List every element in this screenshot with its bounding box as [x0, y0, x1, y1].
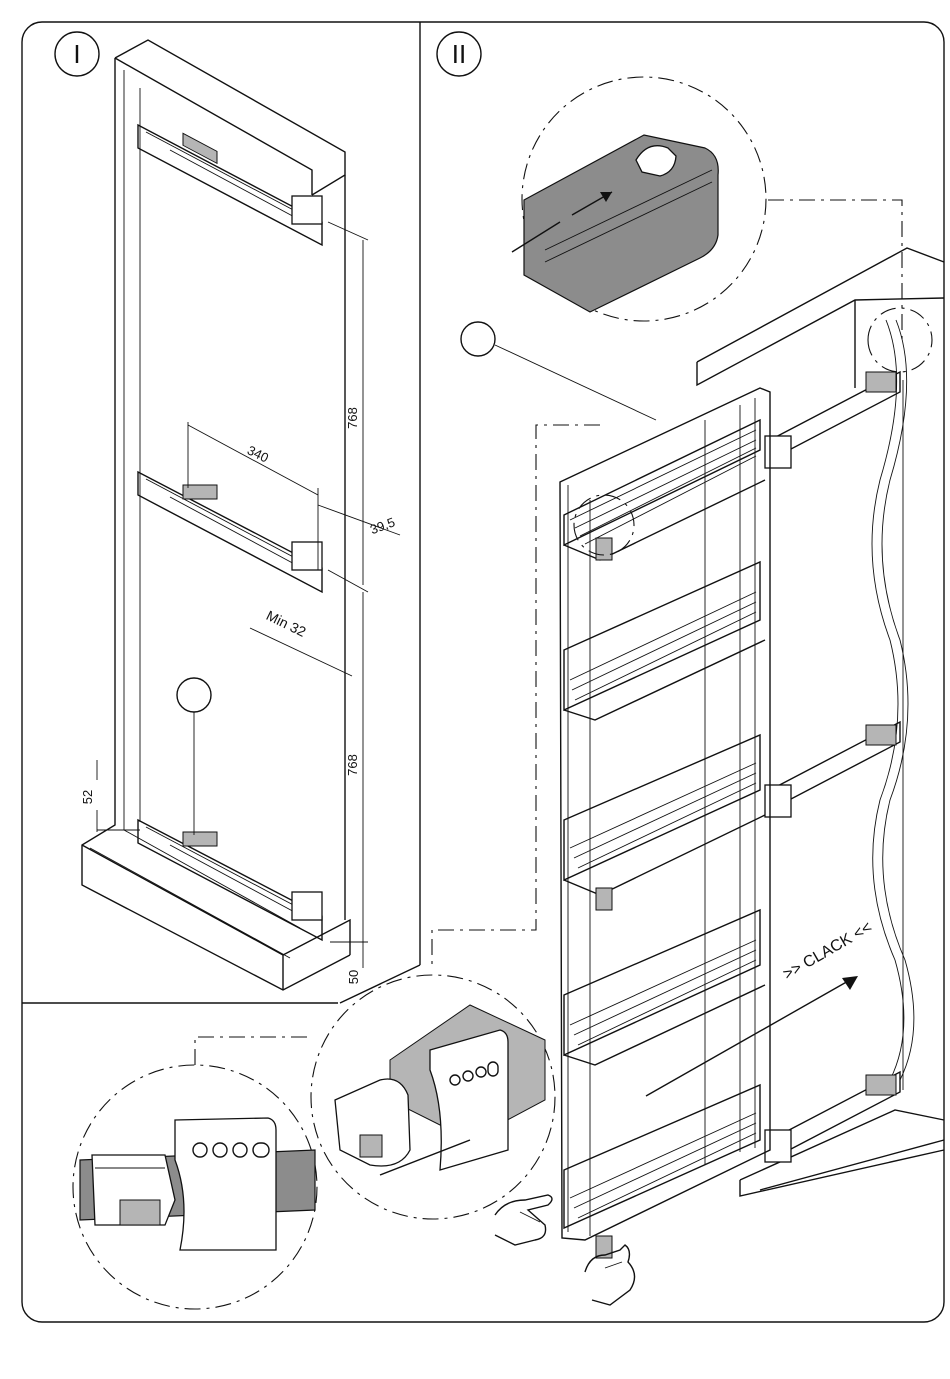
basket-3: [564, 735, 765, 910]
runner-rails-step2: [765, 372, 900, 1162]
detail-rail-lock-left: [73, 1037, 317, 1309]
detail-rail-lock-right: [311, 975, 555, 1219]
dim-height-lower: 768: [345, 754, 360, 776]
cabinet-carcass: [82, 40, 350, 990]
push-direction-arrow: [646, 980, 850, 1096]
step-2-number: II: [452, 39, 466, 69]
rail-top: [138, 125, 322, 245]
hand-lift-icon: [585, 1245, 635, 1305]
basket-2: [564, 562, 765, 720]
dim-bottom: 50: [346, 970, 361, 984]
detail-lock-magnifier: [512, 77, 902, 340]
dim-offset: 39,5: [368, 514, 397, 537]
clack-label: >> CLACK <<: [780, 919, 875, 984]
hand-push-icon: [495, 1195, 552, 1245]
rail-bottom: [138, 820, 322, 940]
step-1-number: I: [73, 39, 80, 69]
basket-1: [564, 420, 765, 560]
dim-height-upper: 768: [345, 407, 360, 429]
rail-middle: [138, 472, 322, 592]
detail-callout-marker-step2: [461, 322, 495, 356]
dimension-lines-step1: [97, 222, 400, 968]
dim-base-height: 52: [80, 790, 95, 804]
step-1-panel: I: [55, 32, 400, 990]
dim-width: 340: [245, 442, 271, 465]
cabinet-side-step2: [697, 248, 944, 1196]
basket-5: [564, 1085, 760, 1258]
dim-min-gap: Min 32: [264, 607, 309, 640]
basket-4: [564, 910, 765, 1065]
pullout-frame: [560, 388, 770, 1240]
detail-callout-marker-step1: [177, 678, 211, 712]
